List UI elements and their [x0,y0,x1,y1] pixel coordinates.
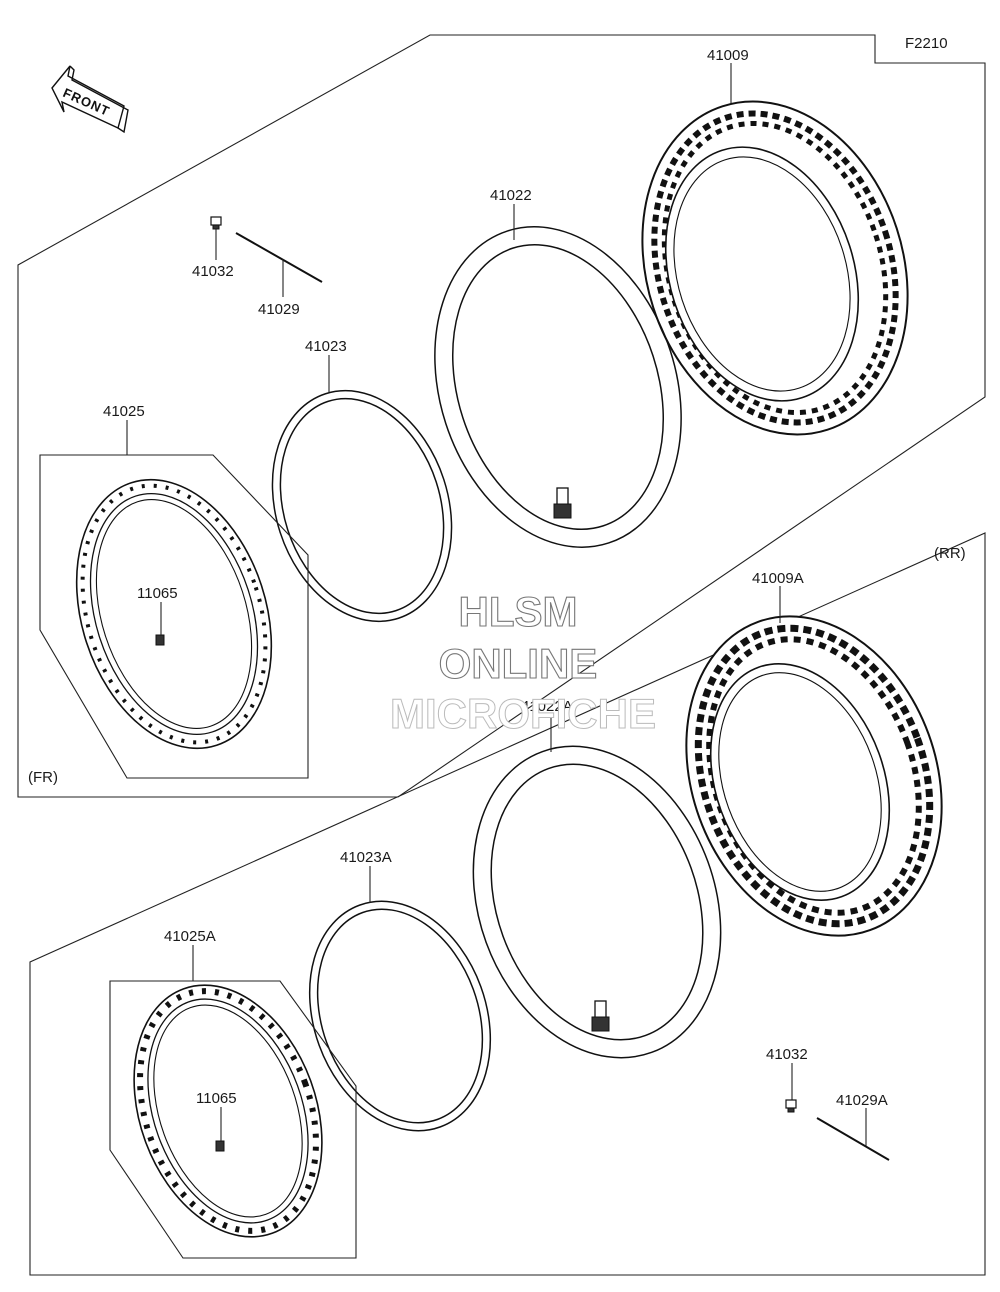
front-rim-band [271,389,453,623]
part-label-41025A[interactable]: 41025A [164,928,216,945]
rear-valve-nut [785,1099,797,1113]
front-arrow-icon: FRONT [51,65,129,134]
front-rim [75,478,273,750]
part-label-41023[interactable]: 41023 [305,338,347,355]
rear-section-tag: (RR) [934,545,966,562]
rear-tube [472,745,722,1059]
figure-code: F2210 [905,35,948,52]
front-tube [434,226,682,548]
rear-rim-band [308,900,492,1132]
svg-text:HLSM: HLSM [459,588,578,635]
front-tube-valve [553,487,572,519]
part-label-11065-front[interactable]: 11065 [137,585,178,602]
part-label-41022A[interactable]: 41022A [521,698,573,715]
rear-tube-valve [591,1000,610,1032]
rear-tire [685,615,943,937]
part-label-41032-rear[interactable]: 41032 [766,1046,808,1063]
part-label-41025[interactable]: 41025 [103,403,145,420]
front-rim-inset-box [39,454,309,779]
part-label-41009A[interactable]: 41009A [752,570,804,587]
front-spoke-pin [235,232,323,283]
watermark: HLSM ONLINE MICROFICHE [390,587,657,737]
part-label-41023A[interactable]: 41023A [340,849,392,866]
part-label-41029A[interactable]: 41029A [836,1092,888,1109]
rear-nipple [215,1140,225,1152]
rear-spoke-pin [816,1117,890,1161]
svg-text:ONLINE: ONLINE [439,640,598,687]
rear-rim [133,984,323,1238]
front-section-border [17,34,986,798]
part-label-41022[interactable]: 41022 [490,187,532,204]
rear-section-border [29,532,986,1276]
part-label-11065-rear[interactable]: 11065 [196,1090,237,1107]
front-nipple [155,634,165,646]
front-section-tag: (FR) [28,769,58,786]
front-valve-nut [210,216,222,230]
part-label-41009[interactable]: 41009 [707,47,749,64]
svg-text:MICROFICHE: MICROFICHE [390,690,656,737]
rear-rim-inset-box [109,980,357,1259]
part-label-41029[interactable]: 41029 [258,301,300,318]
front-tire [641,100,909,436]
part-label-41032-front[interactable]: 41032 [192,263,234,280]
